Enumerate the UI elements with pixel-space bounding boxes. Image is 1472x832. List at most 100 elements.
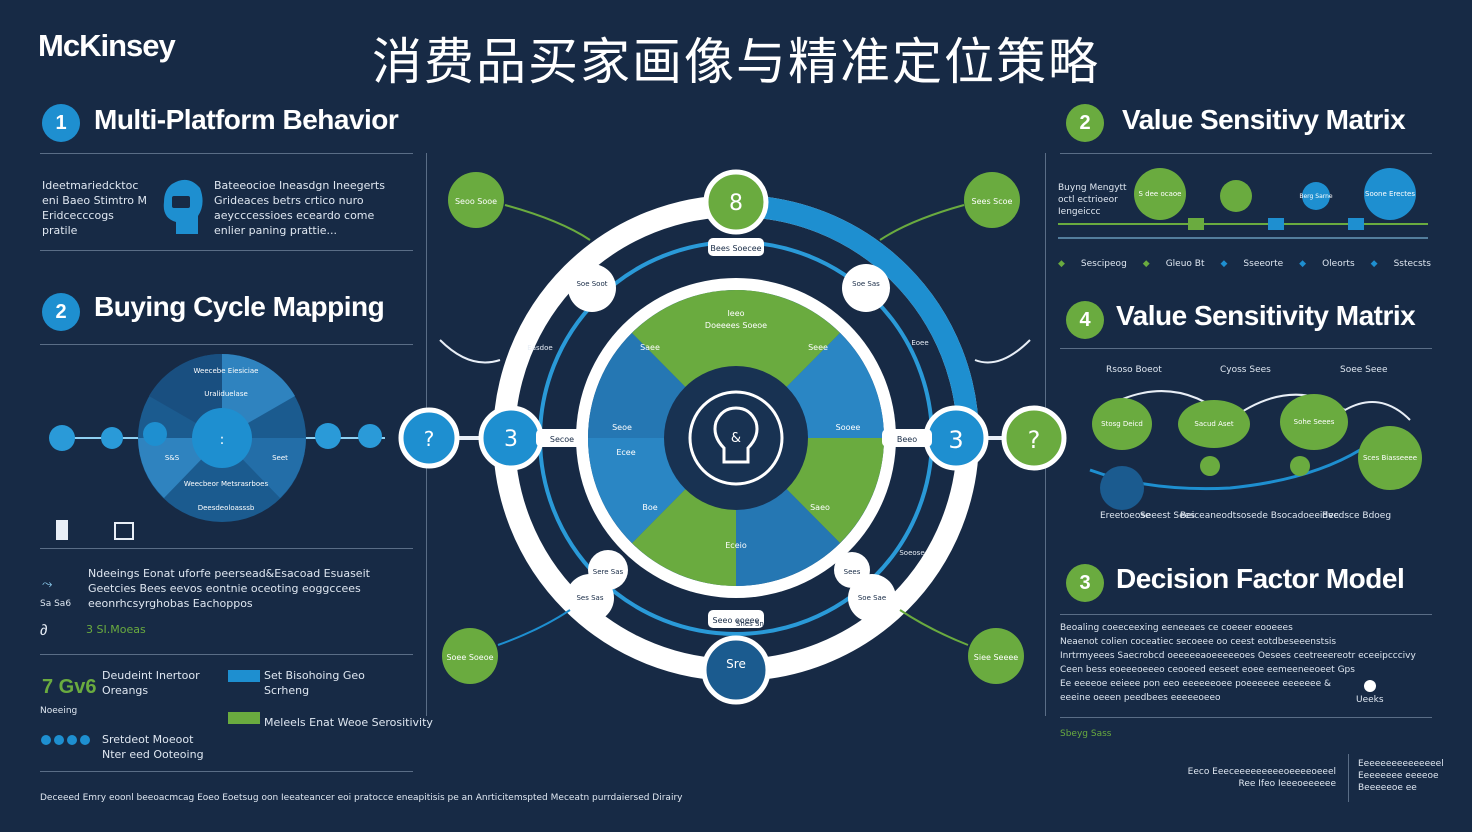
user-head-icon [163,179,203,234]
brand-logo: McKinsey [38,28,176,63]
legend-big-value: 7 Gv6 [42,676,97,698]
section-title-decision-factor: Decision Factor Model [1116,563,1405,594]
buying-cycle-wheel: : Weecebe Eiesiciae Uraliduelase S&S See… [49,353,385,522]
svg-text:Bees Soecee: Bees Soecee [710,244,761,253]
svg-text:3: 3 [948,426,963,454]
central-cycle-diagram: & Ieeo Doeeees Soeoe Seee Sooee Saeo Ece… [398,169,1067,705]
divider [40,250,413,251]
sensitivity-matrix: Stosg Deicd Sacud Aset Sohe Seees Sces B… [1089,390,1422,510]
divider [1060,614,1432,615]
tag-label: Eoee [911,339,928,347]
wheel-label: S&S [165,454,180,462]
section-number-badge: 4 [1066,301,1104,339]
segment-label: Saee [640,343,660,352]
decision-tail: Ueeks [1356,695,1384,705]
divider [1060,153,1432,154]
svg-text:8: 8 [729,191,743,216]
decision-factor-text: Beoaling coeeceexing eeneeaes ce coeeer … [1060,623,1416,703]
svg-text:Beeo: Beeo [897,435,917,444]
section-number-badge: 3 [1066,564,1104,602]
segment-label: Seee [808,343,828,352]
segment-label: Ecee [616,448,635,457]
footer-right-a: Eeco Eeeceeeeeeeeeoeeeeoeeel Ree Ifeo Ie… [1187,767,1336,789]
divider [40,654,413,655]
matrix-blob: Sacud Aset [1194,420,1233,428]
section-number-badge: 2 [1066,104,1104,142]
link-icon: ∂ [40,622,48,639]
segment-label: Doeeees Soeoe [705,321,767,330]
flow-bubble: Soone Erectes [1365,190,1415,198]
legend-swatch-blue [228,670,260,682]
tag-label: Easdoe [527,344,552,352]
legend-c2: Sretdeot Moeoot Nter eed Ooteoing [102,733,204,761]
legend-c1: Deudeint Inertoor Oreangs [102,669,200,697]
cycle-node: ? [1001,405,1067,471]
callout-label: Sees [844,568,861,576]
svg-text:Secoe: Secoe [550,435,574,444]
divider [40,771,413,772]
wheel-label: Weecebe Eiesiciae [194,367,259,375]
svg-text::: : [220,432,225,448]
callout-label: Soe Soot [576,280,607,288]
corner-bubble: Sees Scoe [972,197,1013,206]
footer-right-b: Eeeeeeeeeeeeeeel Eeeeeeee eeeeoe Beeeeeo… [1358,759,1444,793]
notes-highlight: 3 SI.Moeas [86,623,146,636]
section-title-value-sensitivity: Value Sensitivity Matrix [1116,300,1416,331]
page-title: 消费品买家画像与精准定位策略 [372,33,1100,91]
matrix-label: Cyoss Sees [1220,365,1271,375]
callout-label: Soe Sas [852,280,880,288]
section-title-multi-platform: Multi-Platform Behavior [94,104,399,135]
wheel-label: Weecbeor Metsrasrboes [184,480,269,488]
matrix-caption: Seeest Sees [1140,511,1195,521]
legend-l2: Meleels Enat Weoe Serositivity [264,716,433,729]
flow-bubble: Berg Sarne [1299,193,1333,200]
matrix-caption: Beiceaneodtsosede Bsocadoeeidve [1180,511,1339,521]
divider [1060,717,1432,718]
behavior-text-b: Bateeocioe Ineasdgn Ineegerts Grideaces … [214,179,385,237]
divider [40,548,413,549]
section-number-badge: 2 [42,293,80,331]
corner-bubble: Siee Seeee [974,653,1019,662]
wheel-label: Seet [272,454,288,462]
notes-text: Ndeeings Eonat uforfe peersead&Esacoad E… [88,567,370,610]
segment-label: Seoe [612,423,632,432]
segment-label: Sooee [836,423,861,432]
segment-label: Eceio [725,541,747,550]
cycle-node: 3 Secoe [478,405,588,471]
svg-text:Seeo eoeee: Seeo eoeee [713,616,760,625]
section-title-buying-cycle: Buying Cycle Mapping [94,291,385,322]
divider [1348,754,1349,802]
segment-label: Boe [642,503,657,512]
matrix-caption: Ereetoeose [1100,511,1151,521]
svg-text:?: ? [424,427,435,451]
check-icon [1364,680,1376,692]
legend-swatch-green [228,712,260,724]
share-icon: ⤳ [42,576,53,591]
cycle-node: ? [398,407,460,469]
core-label: & [731,431,741,446]
flow-bubble: S dee ocaoe [1139,190,1182,198]
matrix-label: Soee Seee [1340,365,1388,375]
svg-text:3: 3 [504,427,518,452]
section-number-badge: 1 [42,104,80,142]
legend-big-sub: Noeeing [40,706,78,716]
corner-bubble: Soee Soeoe [446,653,493,662]
tag-label: Soeose [899,549,924,557]
cycle-node: 3 Beeo [882,405,989,471]
dots-icon [41,735,90,745]
matrix-blob: Sces Biasseeee [1363,454,1417,462]
divider [40,153,413,154]
matrix-label: Rsoso Boeot [1106,365,1162,375]
divider [40,344,413,345]
legend-l1: Set Bisohoing Geo Scrheng [264,669,365,697]
divider [1060,348,1432,349]
matrix-intro: Buyng Mengytt octl ectrioeor Iengeiccc [1058,183,1127,217]
wheel-label: Deesdeoloasssb [198,504,255,512]
decision-footnote: Sbeyg Sass [1060,729,1112,739]
svg-text:?: ? [1028,426,1041,454]
callout-label: Soe Sae [858,594,886,602]
cycle-node: 8 Bees Soecee [703,169,769,256]
segment-label: Ieeo [727,309,744,318]
callout-label: Sere Sas [593,568,624,576]
cycle-node: Seeo eoeee Sre [701,610,771,705]
